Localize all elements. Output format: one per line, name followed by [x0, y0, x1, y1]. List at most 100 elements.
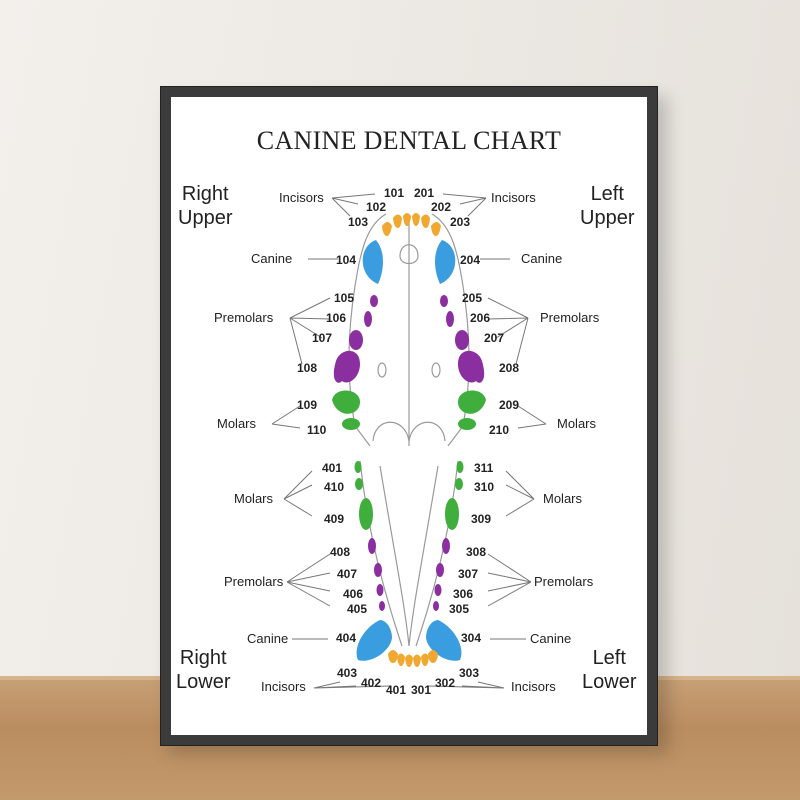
quadrant-left-lower: Left Lower — [582, 646, 636, 694]
picture-frame — [160, 86, 658, 746]
tooth-number: 110 — [307, 423, 327, 437]
tooth-number: 310 — [474, 480, 495, 494]
tooth-202 — [421, 214, 430, 228]
tooth-number: 307 — [458, 567, 479, 581]
label-canine-left-upper: Canine — [521, 251, 563, 266]
tooth-number: 401 — [322, 461, 343, 475]
tooth-number: 107 — [312, 331, 333, 345]
tooth-411 — [354, 461, 362, 473]
tooth-109 — [332, 390, 360, 414]
tooth-number: 407 — [337, 567, 358, 581]
tooth-309 — [445, 498, 459, 530]
tooth-406 — [376, 584, 384, 596]
tooth-number: 105 — [334, 291, 355, 305]
quadrant-side: Right — [181, 183, 229, 205]
tooth-306 — [434, 584, 442, 596]
tooth-number: 309 — [471, 512, 492, 526]
tooth-number: 303 — [459, 666, 480, 680]
tooth-303 — [428, 650, 438, 663]
quadrant-jaw: Lower — [582, 671, 637, 693]
tooth-311 — [456, 461, 464, 473]
tooth-410 — [355, 478, 363, 490]
tooth-number: 103 — [348, 215, 369, 229]
tooth-number: 204 — [460, 253, 481, 267]
label-incisors-left-upper: Incisors — [491, 190, 536, 205]
tooth-307 — [436, 563, 444, 577]
tooth-105 — [370, 295, 378, 307]
tooth-302 — [421, 653, 429, 666]
tooth-number: 405 — [347, 602, 368, 616]
label-canine-right-lower: Canine — [247, 631, 289, 646]
tooth-101 — [403, 213, 411, 226]
tooth-403 — [388, 650, 398, 663]
quadrant-side: Left — [592, 647, 626, 669]
tooth-number: 406 — [343, 587, 364, 601]
tooth-number: 201 — [414, 186, 435, 200]
tooth-405 — [379, 601, 385, 611]
quadrant-side: Left — [590, 183, 624, 205]
upper-premolars — [333, 295, 485, 383]
tooth-number: 205 — [462, 291, 483, 305]
tooth-103 — [382, 222, 392, 236]
tooth-107 — [349, 330, 363, 350]
tooth-number: 402 — [361, 676, 382, 690]
tooth-301 — [413, 654, 421, 667]
label-incisors-right-upper: Incisors — [279, 190, 324, 205]
tooth-number: 302 — [435, 676, 456, 690]
tooth-number: 202 — [431, 200, 452, 214]
tooth-408 — [368, 538, 376, 554]
tooth-404 — [356, 620, 392, 661]
tooth-number: 106 — [326, 311, 347, 325]
tooth-number: 102 — [366, 200, 387, 214]
tooth-number: 306 — [453, 587, 474, 601]
tooth-203 — [431, 222, 441, 236]
tooth-210 — [458, 418, 476, 430]
tooth-number: 401 — [386, 683, 407, 697]
tooth-number: 108 — [297, 361, 318, 375]
tooth-number: 305 — [449, 602, 470, 616]
tooth-206 — [446, 311, 454, 327]
quadrant-jaw: Upper — [580, 207, 635, 229]
tooth-204 — [435, 240, 456, 284]
quadrant-jaw: Upper — [178, 207, 233, 229]
tooth-310 — [455, 478, 463, 490]
tooth-207 — [455, 330, 469, 350]
tooth-201 — [412, 213, 420, 226]
chart-title: CANINE DENTAL CHART — [256, 126, 562, 155]
label-canine-right-upper: Canine — [251, 251, 293, 266]
tooth-104 — [362, 240, 383, 284]
tooth-number: 207 — [484, 331, 505, 345]
label-canine-left-lower: Canine — [530, 631, 572, 646]
label-molars-left-lower: Molars — [543, 491, 583, 506]
label-incisors-right-lower: Incisors — [261, 679, 306, 694]
tooth-102 — [393, 214, 402, 228]
quadrant-side: Right — [179, 647, 227, 669]
upper-molars — [332, 390, 486, 430]
tooth-number: 404 — [336, 631, 357, 645]
tooth-number: 301 — [411, 683, 432, 697]
tooth-number: 208 — [499, 361, 520, 375]
tooth-209 — [458, 390, 486, 414]
tooth-number: 101 — [384, 186, 405, 200]
tooth-number: 408 — [330, 545, 351, 559]
tooth-108 — [333, 350, 360, 383]
tooth-number: 410 — [324, 480, 345, 494]
label-molars-left-upper: Molars — [557, 416, 597, 431]
tooth-208 — [458, 350, 485, 383]
label-premolars-right-upper: Premolars — [214, 310, 274, 325]
lower-molars — [354, 461, 464, 530]
tooth-110 — [342, 418, 360, 430]
jaw-outline — [348, 213, 470, 647]
tooth-number: 104 — [336, 253, 357, 267]
quadrant-left-upper: Left Upper — [580, 182, 634, 230]
tooth-number: 203 — [450, 215, 471, 229]
label-molars-right-lower: Molars — [234, 491, 274, 506]
tooth-number: 409 — [324, 512, 345, 526]
label-premolars-right-lower: Premolars — [224, 574, 284, 589]
leader-lines — [271, 193, 547, 689]
lower-incisors — [388, 650, 438, 667]
tooth-number: 304 — [461, 631, 482, 645]
label-molars-right-upper: Molars — [217, 416, 257, 431]
tooth-number: 311 — [474, 461, 494, 475]
tooth-305 — [433, 601, 439, 611]
